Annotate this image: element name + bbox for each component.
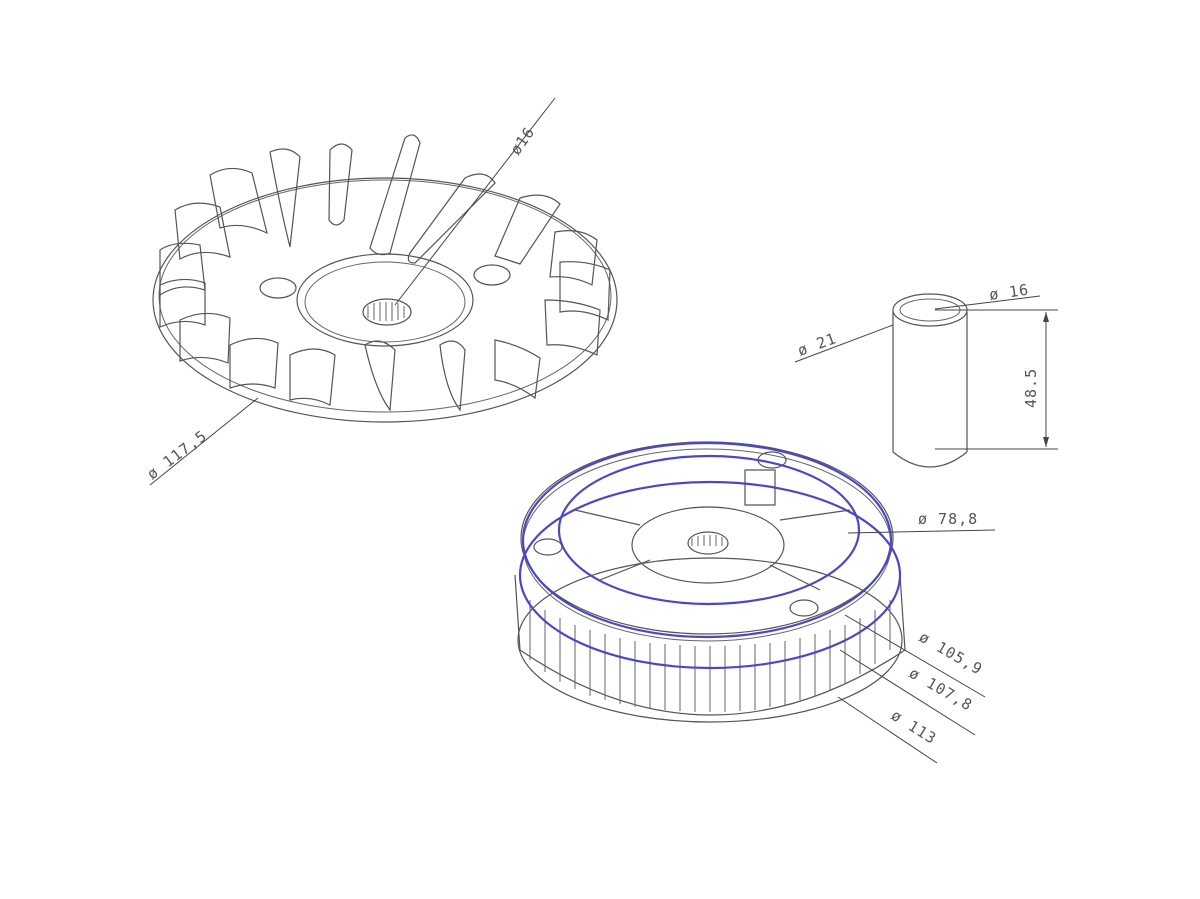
spline-bore-icon — [362, 298, 412, 326]
dim-label-ramp-outer: ø 113 — [888, 706, 940, 748]
dimension-ramp-b — [839, 649, 976, 736]
dim-label-sleeve-inner: ø 16 — [988, 281, 1030, 304]
fan-pulley-drawing — [152, 134, 618, 423]
ramp-plate-drawing — [514, 441, 906, 723]
dim-label-ramp-inner: ø 78,8 — [918, 510, 978, 528]
dimension-ramp-outer — [837, 696, 938, 764]
dim-label-sleeve-length: 48.5 — [1022, 368, 1040, 408]
dimension-ramp-a — [844, 614, 986, 698]
dim-label-fan-outer: ø 117,5 — [144, 427, 211, 484]
dimension-sleeve-outer — [794, 324, 894, 363]
bushing-sleeve-drawing — [892, 293, 968, 468]
dimension-sleeve-length — [935, 309, 1058, 450]
spline-bore-icon — [687, 531, 729, 555]
dim-label-fan-bore: ø16 — [507, 123, 539, 158]
dimension-ramp-inner — [847, 529, 996, 534]
dimension-fan-outer — [149, 397, 259, 486]
dim-label-sleeve-outer: ø 21 — [795, 329, 839, 360]
dimension-fan-bore — [394, 97, 556, 306]
dimension-sleeve-inner — [934, 295, 1041, 310]
